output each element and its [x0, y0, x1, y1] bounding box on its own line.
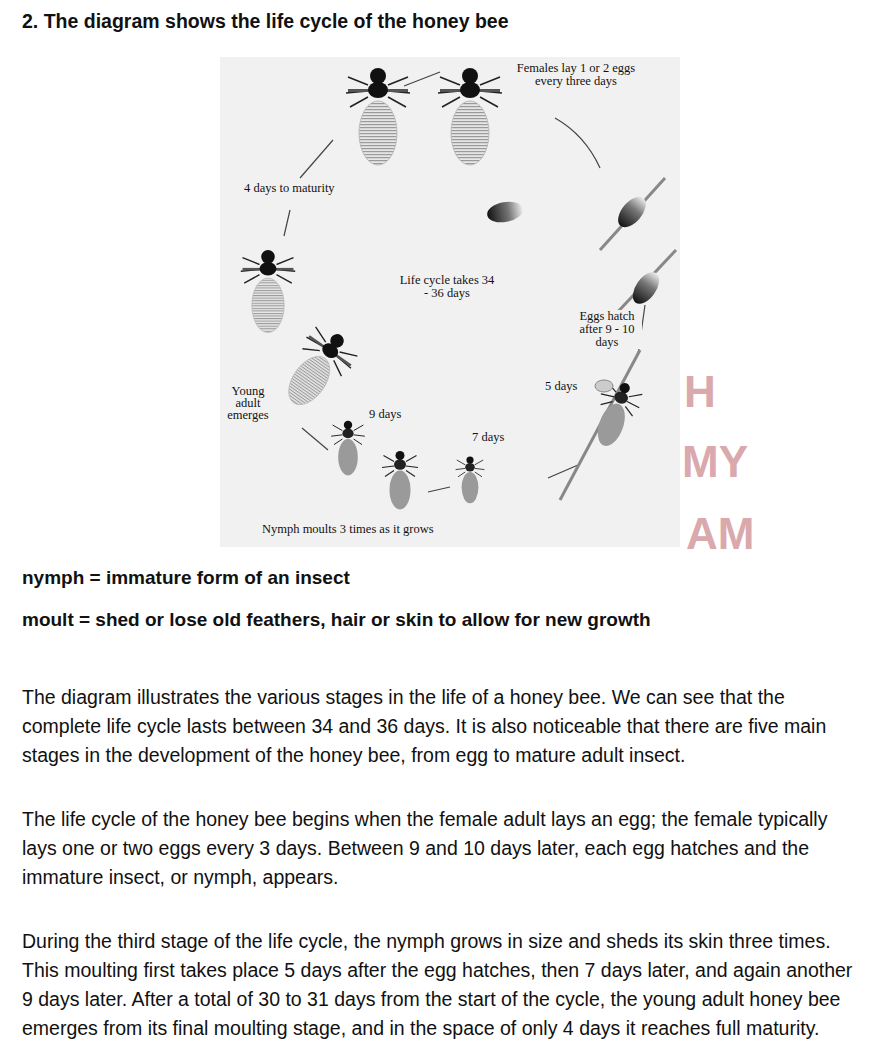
diagram-label: 5 days: [545, 379, 577, 393]
diagram-label: Nymph moults 3 times as it grows: [262, 522, 434, 536]
watermark: H: [684, 368, 716, 416]
diagram-label: Life cycle takes 34 - 36 days: [398, 274, 496, 300]
diagram-label: 9 days: [369, 407, 401, 421]
diagram-label: Females lay 1 or 2 eggs every three days: [510, 62, 642, 88]
diagram-label: 4 days to maturity: [244, 181, 335, 195]
paragraph: The diagram illustrates the various stag…: [22, 683, 864, 770]
paragraph: The life cycle of the honey bee begins w…: [22, 805, 864, 892]
definition: nymph = immature form of an insect: [22, 565, 350, 591]
watermark: AM: [686, 510, 754, 558]
diagram-label: Young adult emerges: [222, 385, 274, 421]
watermark: MY: [682, 438, 748, 486]
paragraph: During the third stage of the life cycle…: [22, 927, 864, 1043]
title: 2. The diagram shows the life cycle of t…: [22, 10, 509, 32]
diagram-label: 7 days: [472, 430, 504, 444]
diagram-label: Eggs hatch after 9 - 10 days: [572, 310, 642, 349]
definition: moult = shed or lose old feathers, hair …: [22, 607, 651, 633]
